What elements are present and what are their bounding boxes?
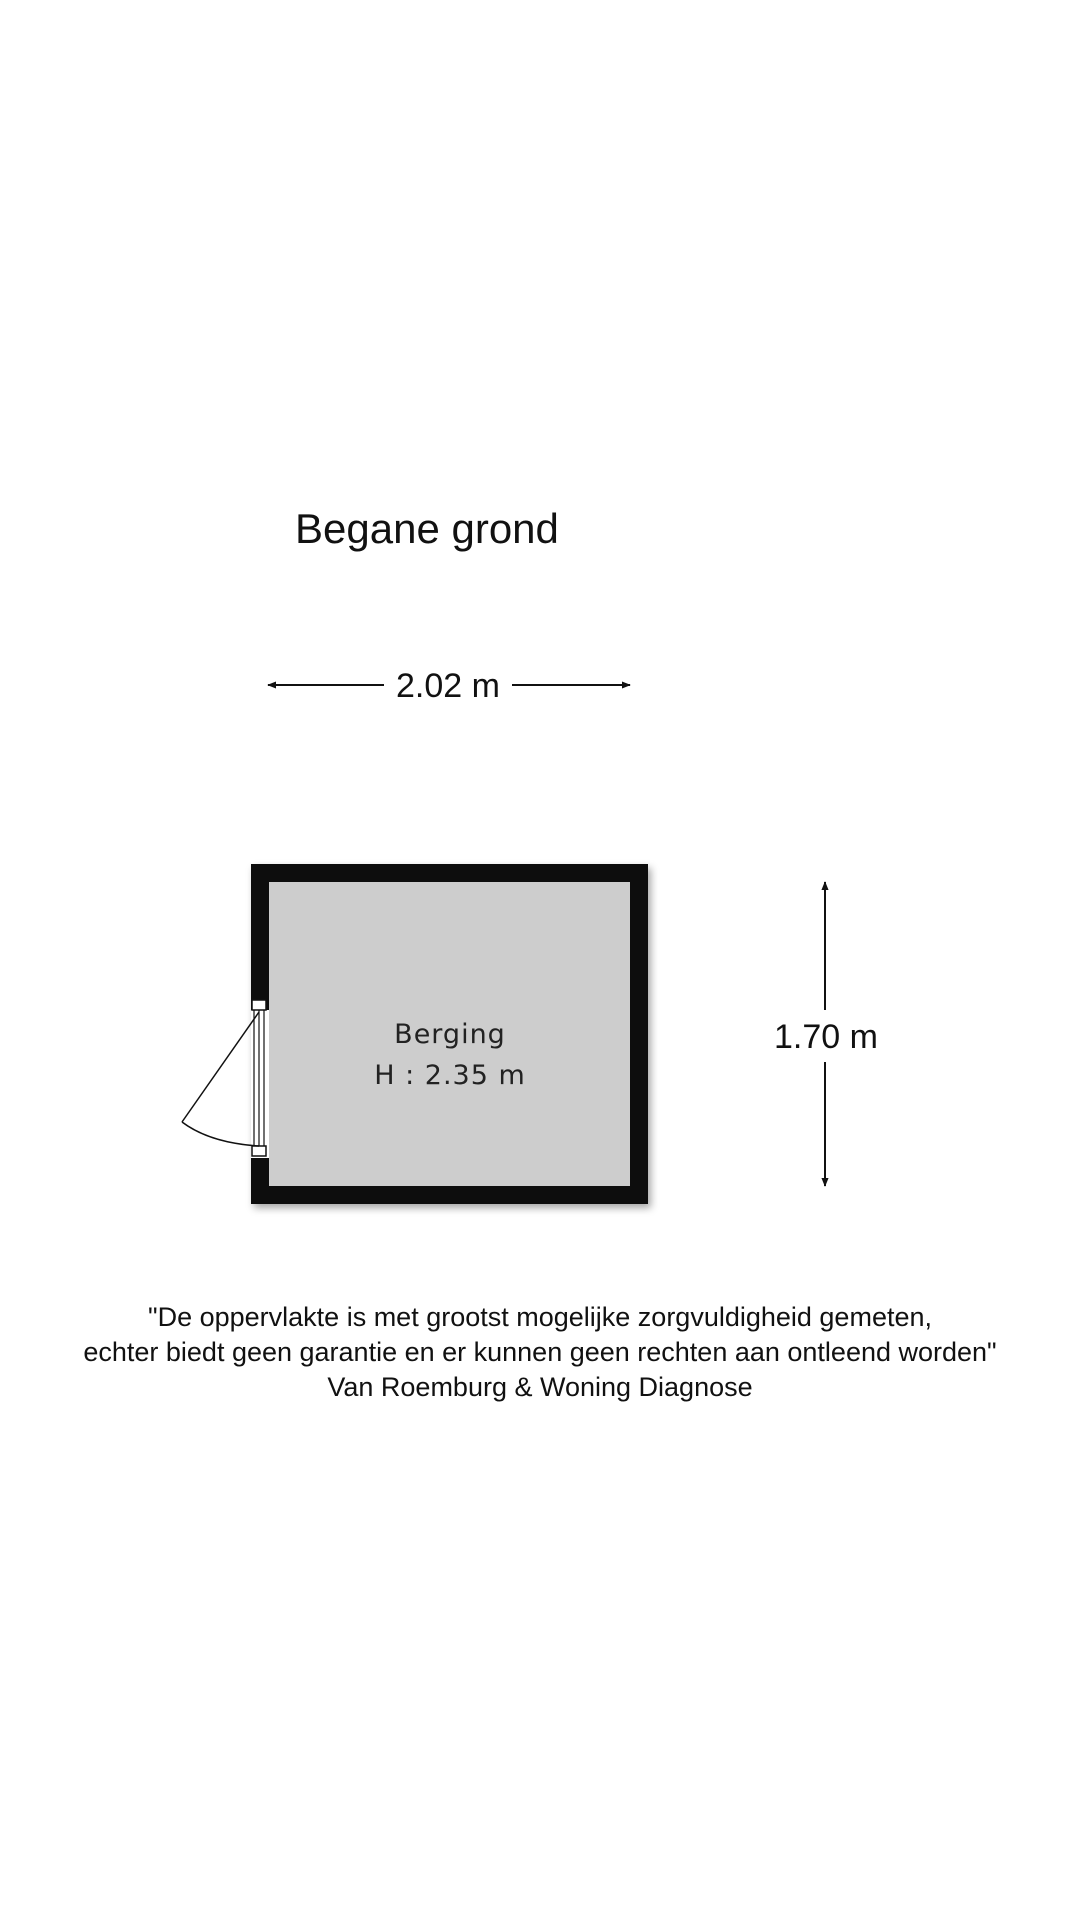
disclaimer: "De oppervlakte is met grootst mogelijke…: [0, 1300, 1080, 1405]
room-ceiling-height: H : 2.35 m: [374, 1060, 526, 1091]
room-berging: Berging H : 2.35 m: [181, 864, 648, 1204]
width-label: 2.02 m: [396, 667, 500, 705]
width-dimension: 2.02 m: [267, 667, 631, 705]
height-label: 1.70 m: [774, 1018, 878, 1056]
door-swing-arc: [181, 1121, 260, 1147]
door-jamb-top: [251, 999, 267, 1011]
door: [181, 999, 269, 1158]
door-leaf: [181, 1011, 260, 1123]
disclaimer-line-3: Van Roemburg & Woning Diagnose: [327, 1372, 753, 1402]
height-dimension: 1.70 m: [774, 881, 878, 1187]
page-title: Begane grond: [295, 505, 559, 552]
room-name: Berging: [394, 1019, 506, 1050]
disclaimer-line-1: "De oppervlakte is met grootst mogelijke…: [148, 1302, 932, 1332]
door-jamb-bottom: [251, 1145, 267, 1157]
room-floor: [269, 882, 630, 1186]
disclaimer-line-2: echter biedt geen garantie en er kunnen …: [83, 1337, 997, 1367]
